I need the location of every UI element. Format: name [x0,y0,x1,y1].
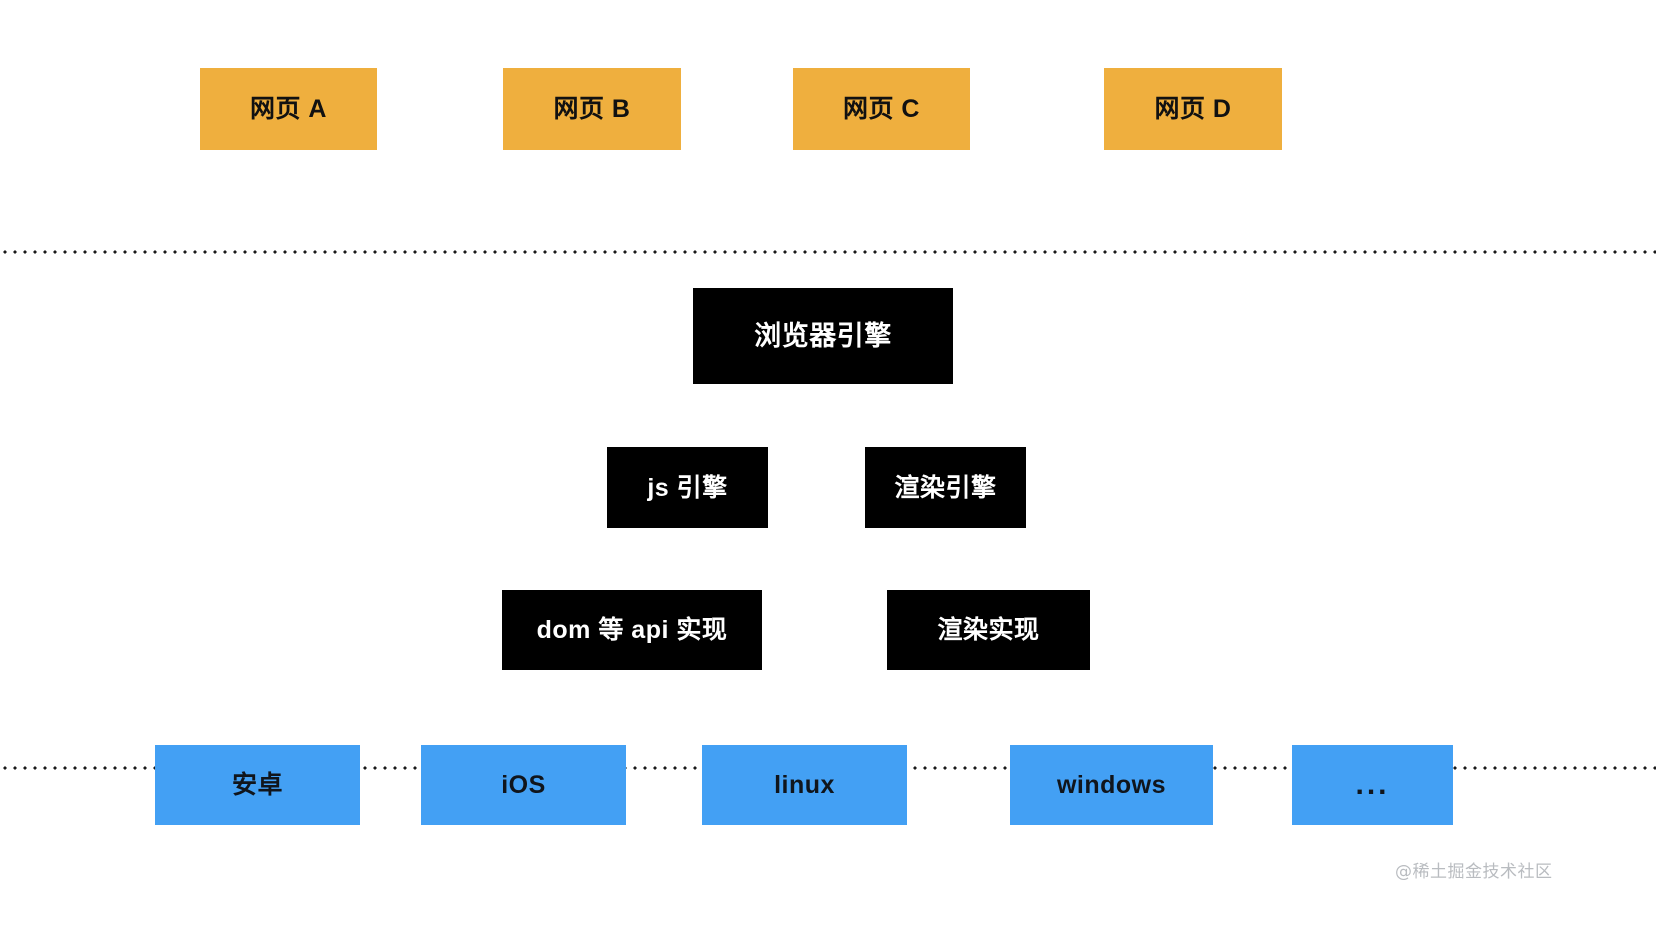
node-web-pages-3: 网页 C [793,68,970,150]
node-browser-engine-4: dom 等 api 实现 [502,590,762,670]
node-operating-systems-5: ... [1292,745,1453,825]
node-web-pages-2: 网页 B [503,68,681,150]
node-operating-systems-4: windows [1010,745,1213,825]
divider-top [0,250,1656,254]
node-browser-engine-3: 渲染引擎 [865,447,1026,528]
node-operating-systems-3: linux [702,745,907,825]
node-operating-systems-2: iOS [421,745,626,825]
node-browser-engine-5: 渲染实现 [887,590,1090,670]
node-browser-engine-2: js 引擎 [607,447,768,528]
node-operating-systems-1: 安卓 [155,745,360,825]
node-browser-engine-1: 浏览器引擎 [693,288,953,384]
node-web-pages-1: 网页 A [200,68,377,150]
node-web-pages-4: 网页 D [1104,68,1282,150]
watermark-label: @稀土掘金技术社区 [1395,862,1553,882]
